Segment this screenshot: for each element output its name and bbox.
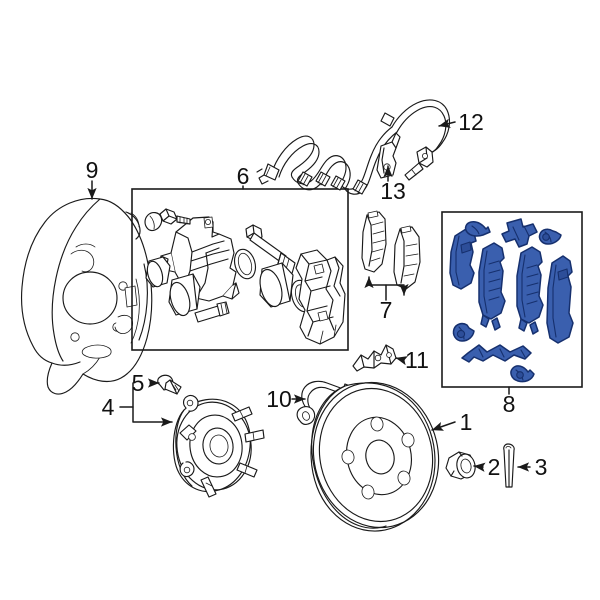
callout-number-3[interactable]: 3 <box>535 454 548 480</box>
callout-number-10[interactable]: 10 <box>266 386 292 412</box>
callout-number-8[interactable]: 8 <box>503 391 516 417</box>
part-cotter-pin <box>503 443 515 488</box>
leader-11 <box>395 356 408 366</box>
callout-leaders <box>87 118 531 472</box>
part-brake-splash-shield <box>20 197 153 395</box>
callout-number-4[interactable]: 4 <box>102 394 115 420</box>
part-wheel-stud <box>157 374 182 395</box>
callout-number-13[interactable]: 13 <box>380 178 406 204</box>
leader-1 <box>431 421 456 431</box>
callout-number-7[interactable]: 7 <box>380 297 393 323</box>
part-axle-hub-nut <box>445 451 476 480</box>
group-box-hardware-kit <box>441 211 583 388</box>
callout-number-9[interactable]: 9 <box>86 157 99 183</box>
callout-number-1[interactable]: 1 <box>460 409 473 435</box>
group-box-caliper <box>131 188 349 351</box>
part-brake-pad-hardware-kit <box>449 218 574 383</box>
part-brake-rotor <box>310 381 440 532</box>
part-brake-pad-pair <box>361 210 421 290</box>
leader-7a <box>364 276 387 301</box>
callout-number-6[interactable]: 6 <box>237 163 250 189</box>
part-brake-caliper-assembly <box>144 208 346 345</box>
callout-number-5[interactable]: 5 <box>132 370 145 396</box>
leader-7b <box>385 283 409 296</box>
callout-number-11[interactable]: 11 <box>405 347 429 373</box>
callout-numbers: 1 2 3 4 5 6 7 8 9 10 11 12 13 <box>86 109 548 480</box>
part-wheel-hub-assembly <box>172 394 265 498</box>
part-brake-hose-bracket <box>352 344 397 372</box>
callout-number-2[interactable]: 2 <box>488 454 501 480</box>
leader-4 <box>119 406 173 427</box>
leader-12 <box>438 118 456 128</box>
leader-2 <box>473 462 486 472</box>
part-abs-sensor-harness <box>256 99 451 195</box>
callout-number-12[interactable]: 12 <box>458 109 484 135</box>
